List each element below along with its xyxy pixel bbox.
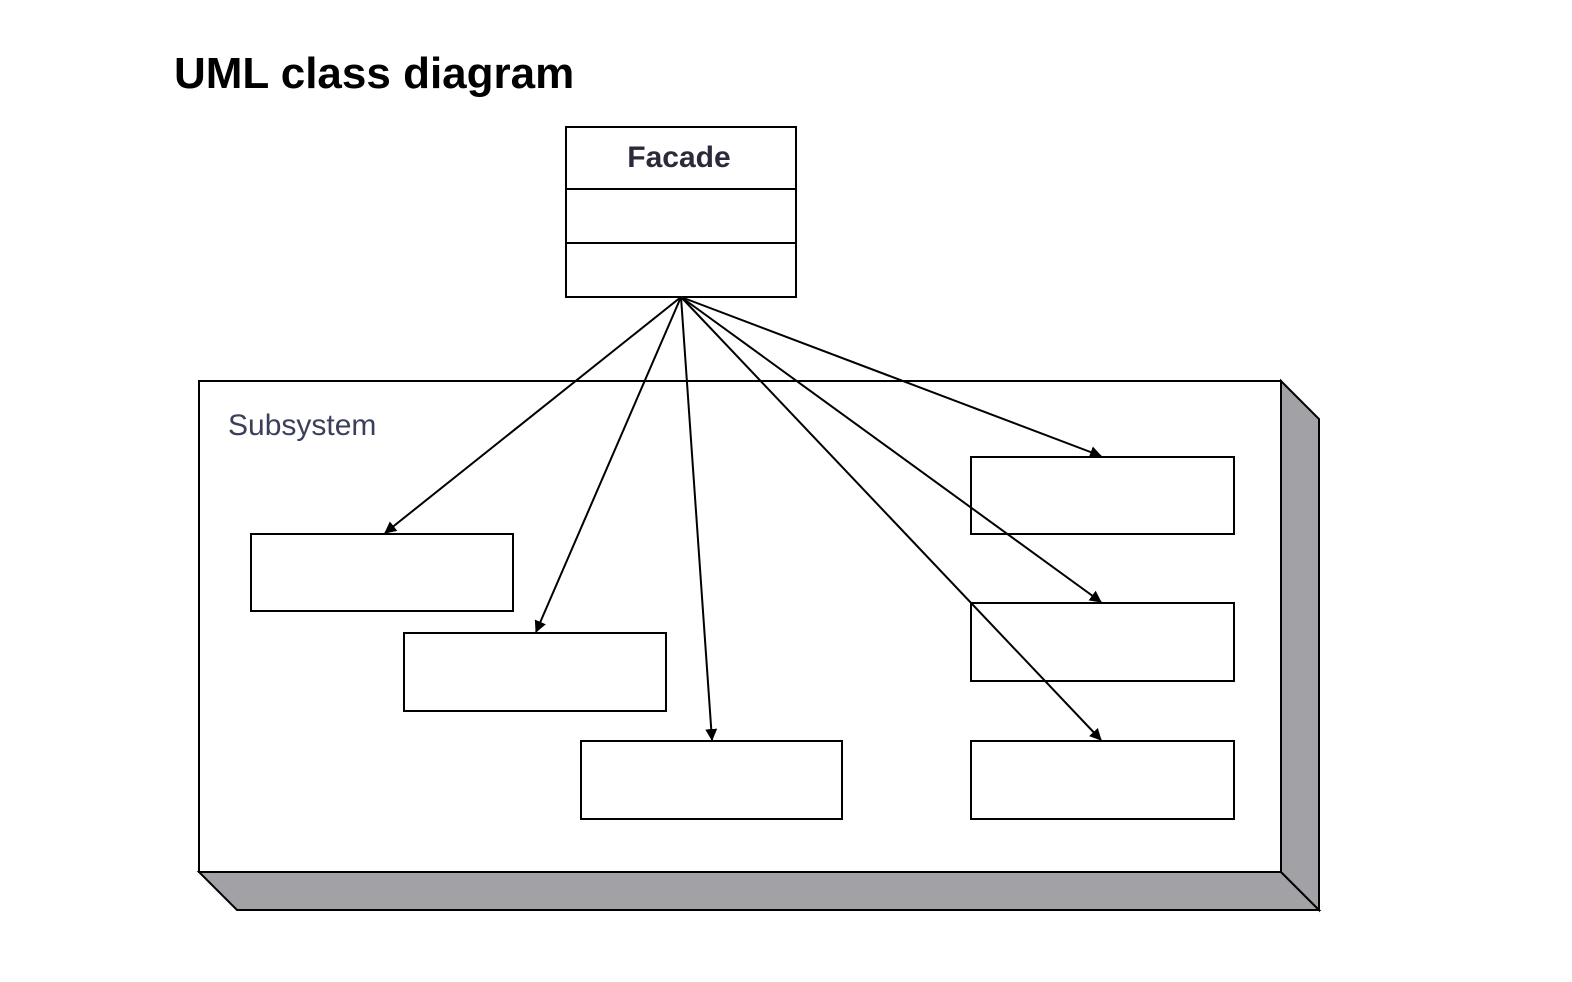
arrow-to-class-2 [534, 296, 682, 633]
subsystem-package-bottom-face [196, 871, 1322, 911]
subsystem-class-4[interactable] [970, 456, 1235, 535]
facade-class[interactable]: Facade [565, 126, 797, 298]
arrow-to-class-5 [680, 296, 1102, 603]
arrow-to-class-6 [680, 296, 1102, 741]
subsystem-class-2[interactable] [403, 632, 667, 712]
association-arrows [384, 296, 1102, 741]
facade-class-box [565, 126, 797, 298]
arrow-to-class-4 [680, 296, 1102, 458]
arrow-to-class-1 [384, 296, 682, 534]
subsystem-label: Subsystem [228, 409, 376, 442]
subsystem-class-1[interactable] [250, 533, 514, 612]
facade-class-name: Facade [627, 141, 730, 174]
page-title: UML class diagram [174, 49, 575, 98]
arrow-to-class-3 [680, 296, 718, 741]
subsystem-class-6[interactable] [970, 740, 1235, 820]
subsystem-package-side-face [1280, 378, 1320, 913]
subsystem-class-3[interactable] [580, 740, 843, 820]
subsystem-class-5[interactable] [970, 602, 1235, 682]
